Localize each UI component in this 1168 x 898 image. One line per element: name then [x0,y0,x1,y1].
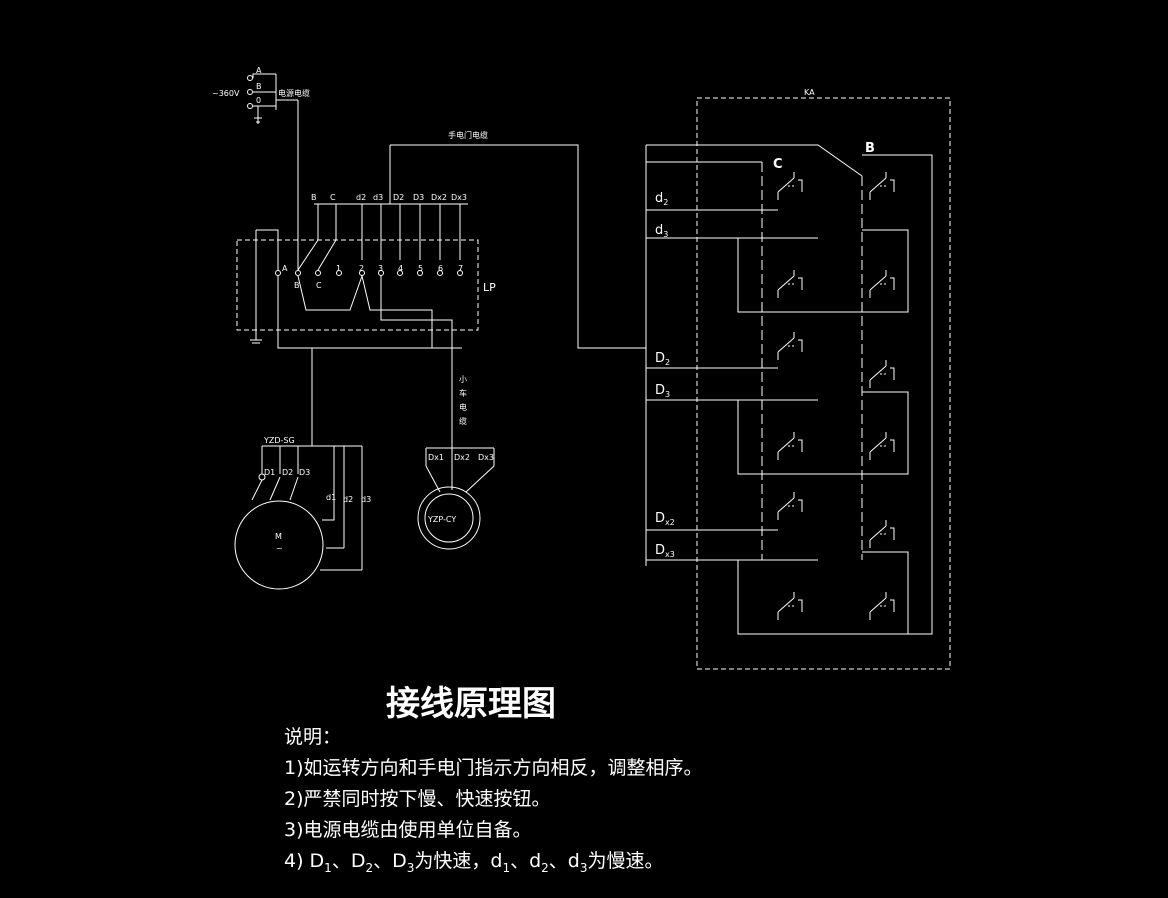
relay-contact [869,270,895,298]
pendant-cable-label: 手电门电缆 [448,130,488,140]
power-supply: A B 0 ~360V 电源电缆 [212,66,310,240]
ka-input-label: d3 [655,223,668,239]
supply-label-B: B [256,82,262,91]
motor-terminal: D1 [264,468,275,477]
relay-contact [777,592,803,620]
motor-terminal: d3 [361,495,371,504]
lp-label: LP [483,281,496,294]
motor-terminal: d2 [343,495,353,504]
terminal-c-label: C [316,281,322,290]
ka-input-label: Dx2 [655,511,675,527]
power-cable-label: 电源电缆 [278,88,310,98]
terminal-top-label: Dx3 [451,193,467,202]
note-line-2: 2)严禁同时按下慢、快速按钮。 [284,788,551,810]
ka-contacts [777,172,895,620]
terminal-top-label: d3 [373,193,383,202]
relay-contact [869,360,895,388]
relay-c-label: C [773,157,783,172]
notes-heading: 说明： [284,726,342,748]
terminal-top-label: D2 [393,193,404,202]
motor-terminal: D2 [282,468,293,477]
motor-terminal: D3 [299,468,310,477]
terminal-num: 5 [418,264,423,273]
terminal-top-label: B [311,193,317,202]
ka-input-label: Dx3 [655,543,675,559]
supply-label-O: 0 [256,96,261,105]
relay-contact [777,492,803,520]
ka-input-label: d2 [655,191,668,207]
trolley-motor: 小 车 电 缆 Dx1 Dx2 Dx3 YZP-CY [417,348,495,550]
terminal-b-label: B [294,281,300,290]
relay-contact [777,432,803,460]
ka-input-label: D2 [655,351,670,367]
motor-model-label: YZD-SG [263,436,295,445]
pendant-cable: 手电门电缆 [390,130,646,349]
terminal-num: 7 [458,264,463,273]
terminal-board: LP B C d2 d3 D2 D3 Dx2 Dx3 A 1 2 [236,145,496,349]
relay-contact [869,172,895,200]
relay-contact [777,270,803,298]
trolley-terminal: Dx3 [478,453,494,462]
relay-contact [777,332,803,360]
voltage-label: ~360V [212,89,240,98]
motor-terminal: d1 [326,493,336,502]
diagram-title: 接线原理图 [386,684,556,724]
terminal-num: 1 [336,264,341,273]
ka-relay-box: KA C B d2 d3 D2 D3 Dx2 Dx3 [645,88,951,670]
terminal-top-label: d2 [356,193,366,202]
motor-tilde-label: ~ [276,544,283,553]
relay-contact [777,172,803,200]
brake-model-label: YZP-CY [427,515,456,524]
terminal-num: 6 [438,264,443,273]
relay-contact [869,432,895,460]
supply-label-A: A [256,66,262,75]
note-line-4: 4) D1、D2、D3为快速，d1、d2、d3为慢速。 [284,850,664,875]
terminal-num: 2 [359,264,364,273]
note-line-3: 3)电源电缆由使用单位自备。 [284,819,532,841]
terminal-top-label: Dx2 [431,193,447,202]
trolley-cable-label: 小 [459,375,467,384]
terminal-top-label: C [330,193,336,202]
relay-b-label: B [865,141,875,156]
trolley-terminal: Dx1 [428,453,444,462]
note-line-1: 1)如运转方向和手电门指示方向相反，调整相序。 [284,757,703,779]
terminal-num: 4 [398,264,403,273]
terminal-num: A [282,264,288,273]
trolley-terminal: Dx2 [454,453,470,462]
trolley-cable-label: 电 [459,402,467,412]
trolley-cable-label: 缆 [459,416,467,426]
main-motor: YZD-SG D1 D2 D3 d1 d2 d3 M ~ [234,348,371,590]
notes-block: 说明： 1)如运转方向和手电门指示方向相反，调整相序。 2)严禁同时按下慢、快速… [284,722,703,884]
relay-contact [869,520,895,548]
trolley-cable-label: 车 [459,388,467,398]
terminal-num: 3 [378,264,383,273]
ka-label: KA [804,88,815,97]
terminal-top-label: D3 [413,193,424,202]
ka-input-label: D3 [655,383,670,399]
relay-contact [869,592,895,620]
motor-m-label: M [275,532,282,541]
